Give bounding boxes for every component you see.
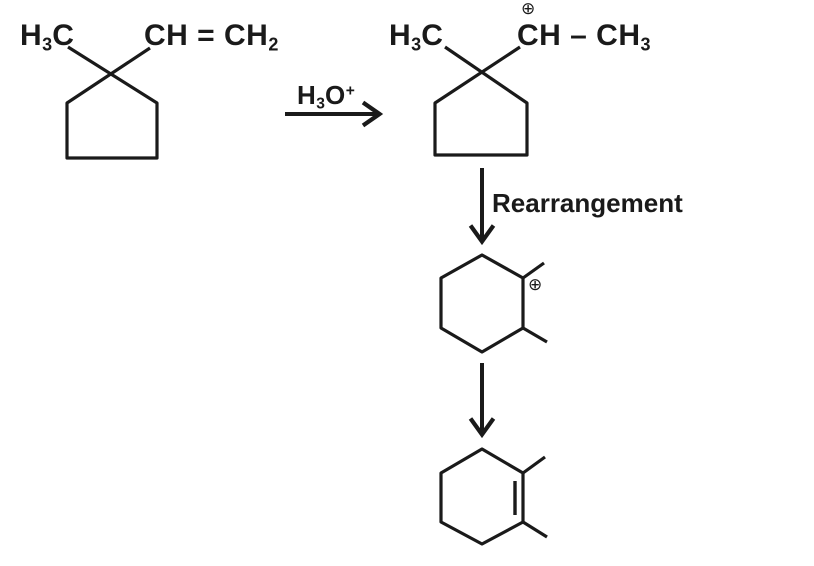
methyl-bond-top-2	[522, 455, 546, 475]
rearrangement-label: Rearrangement	[492, 188, 683, 218]
cyclopentane-cation-skeleton	[433, 45, 529, 157]
plus-charge-icon: ⊕	[521, 0, 536, 19]
cyclohexane-cation-skeleton	[439, 253, 548, 354]
plus-charge-icon-2: ⊕	[528, 275, 543, 295]
rearrangement-arrow	[468, 168, 496, 246]
elimination-arrow	[468, 363, 496, 439]
rearrangement-arrow-head	[468, 224, 496, 246]
protonation-arrow-head	[361, 100, 384, 128]
methyl-bond-bottom	[522, 326, 548, 344]
cyclohexene-product-skeleton	[439, 447, 548, 546]
reactant-methyl-label: H3C	[20, 19, 75, 55]
hydronium-reagent-label: H3O+	[297, 80, 355, 113]
cyclopentane-ring-and-substituent-bonds-2	[433, 45, 529, 157]
cyclohexene-ring	[439, 447, 525, 546]
cyclopentane-ring-and-substituent-bonds	[65, 45, 159, 160]
protonation-arrow	[285, 100, 384, 128]
reactant-vinyl-label: CH = CH2	[144, 19, 279, 55]
cyclohexane-ring	[439, 253, 525, 354]
cation1-chain-label: CH – CH3	[517, 19, 651, 55]
cyclopentane-reactant-skeleton	[65, 45, 159, 160]
methyl-bond-top	[522, 261, 545, 280]
cation1-methyl-label: H3C	[389, 19, 444, 55]
methyl-bond-bottom-2	[522, 520, 548, 539]
elimination-arrow-head	[468, 417, 496, 439]
